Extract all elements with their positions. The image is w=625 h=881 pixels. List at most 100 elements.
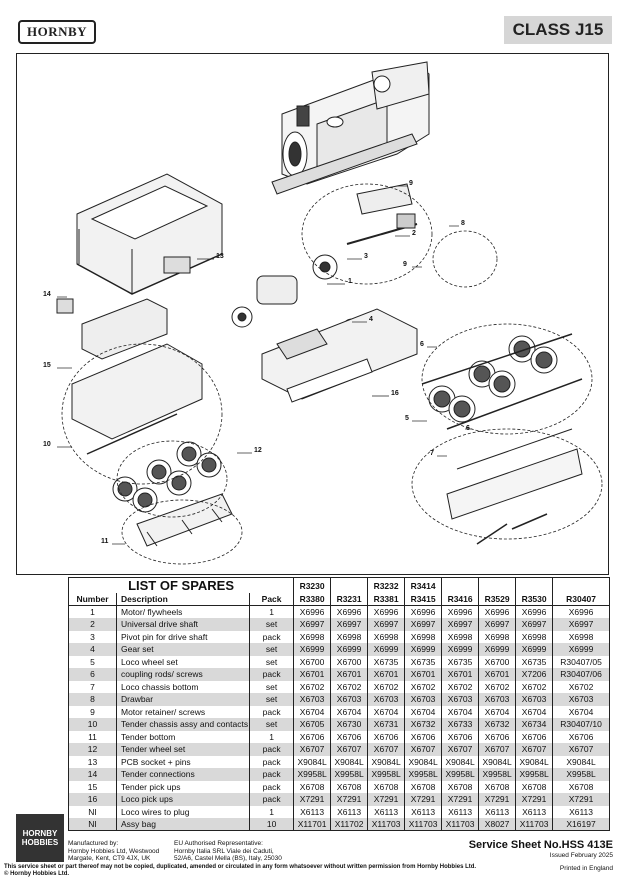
row-pack: pack <box>249 705 295 718</box>
row-code: X9084L <box>515 755 554 768</box>
row-code: X11702 <box>330 818 369 831</box>
row-pack: set <box>249 643 295 656</box>
row-pack: 10 <box>249 818 295 831</box>
callout-9a: 9 <box>409 180 413 187</box>
row-code: X6113 <box>404 805 443 818</box>
row-number: 1 <box>68 605 117 618</box>
row-code: X6708 <box>404 780 443 793</box>
row-code: X6708 <box>441 780 480 793</box>
row-description: Pivot pin for drive shaft <box>115 630 251 643</box>
col-pack: Pack <box>249 593 295 606</box>
row-number: 6 <box>68 668 117 681</box>
model-top-6 <box>515 577 554 593</box>
row-code: X6997 <box>330 618 369 631</box>
row-code: X6701 <box>478 668 517 681</box>
row-code: X6704 <box>293 705 332 718</box>
row-description: Motor retainer/ screws <box>115 705 251 718</box>
row-code: X6999 <box>478 643 517 656</box>
row-description: Tender pick ups <box>115 780 251 793</box>
callout-11: 11 <box>101 538 109 545</box>
row-code: X6703 <box>330 693 369 706</box>
row-code: X6997 <box>441 618 480 631</box>
callout-8: 8 <box>461 220 465 227</box>
tender-chassis-drawing <box>56 256 203 455</box>
row-code: X6999 <box>404 643 443 656</box>
model-bottom-5: R3529 <box>478 593 517 606</box>
row-code: X6706 <box>367 730 406 743</box>
callout-15: 15 <box>43 362 51 369</box>
row-number: 9 <box>68 705 117 718</box>
row-code: X6700 <box>330 655 369 668</box>
row-code: X11703 <box>441 818 480 831</box>
row-code: X6700 <box>293 655 332 668</box>
row-code: X6999 <box>330 643 369 656</box>
row-code: R30407/10 <box>552 718 610 731</box>
row-code: X6702 <box>441 680 480 693</box>
row-code: X6701 <box>330 668 369 681</box>
model-bottom-1: R3231 <box>330 593 369 606</box>
col-number: Number <box>68 593 117 606</box>
row-number: 10 <box>68 718 117 731</box>
row-number: 2 <box>68 618 117 631</box>
row-pack: 1 <box>249 730 295 743</box>
row-code: X6706 <box>404 730 443 743</box>
row-code: X6707 <box>515 743 554 756</box>
row-code: X6997 <box>552 618 610 631</box>
model-top-7 <box>552 577 610 593</box>
row-pack: set <box>249 693 295 706</box>
row-description: Tender wheel set <box>115 743 251 756</box>
row-code: X6732 <box>478 718 517 731</box>
footer-logo-line2: HOBBIES <box>21 838 59 847</box>
row-pack: pack <box>249 668 295 681</box>
row-code: X6998 <box>478 630 517 643</box>
row-number: 3 <box>68 630 117 643</box>
row-description: Tender bottom <box>115 730 251 743</box>
row-code: X9084L <box>441 755 480 768</box>
row-code: X6708 <box>552 780 610 793</box>
row-code: X6707 <box>478 743 517 756</box>
row-number: 4 <box>68 643 117 656</box>
row-description: Universal drive shaft <box>115 618 251 631</box>
row-code: X16197 <box>552 818 610 831</box>
row-code: X6996 <box>515 605 554 618</box>
row-code: X7206 <box>515 668 554 681</box>
row-code: X7291 <box>552 793 610 806</box>
leader-lines <box>57 185 472 545</box>
manufactured-line2: Margate, Kent, CT9 4JX, UK <box>68 855 151 862</box>
row-code: X6706 <box>293 730 332 743</box>
row-code: X6701 <box>367 668 406 681</box>
row-code: X6702 <box>552 680 610 693</box>
eu-representative-info: EU Authorised Representative: Hornby Ita… <box>174 840 344 863</box>
diagram-illustration <box>56 61 603 565</box>
row-code: X6997 <box>367 618 406 631</box>
row-code: X6998 <box>515 630 554 643</box>
row-number: 13 <box>68 755 117 768</box>
row-code: X6998 <box>330 630 369 643</box>
row-code: X6113 <box>515 805 554 818</box>
row-code: X6999 <box>367 643 406 656</box>
row-code: X7291 <box>293 793 332 806</box>
row-code: X6113 <box>441 805 480 818</box>
service-sheet-number: Service Sheet No.HSS 413E <box>468 839 613 851</box>
tender-body-drawing <box>76 173 223 295</box>
row-description: Loco chassis bottom <box>115 680 251 693</box>
callout-1: 1 <box>348 278 352 285</box>
row-number: NI <box>68 818 117 831</box>
row-code: X6704 <box>330 705 369 718</box>
row-pack: set <box>249 680 295 693</box>
row-code: X6998 <box>552 630 610 643</box>
footer-logo-line1: HORNBY <box>22 829 58 838</box>
hornby-logo: HORNBY <box>18 20 96 44</box>
row-code: X7291 <box>404 793 443 806</box>
row-code: X6705 <box>293 718 332 731</box>
loco-chassis-bottom-drawing <box>446 428 583 545</box>
row-code: X6735 <box>367 655 406 668</box>
callout-16: 16 <box>391 390 399 397</box>
